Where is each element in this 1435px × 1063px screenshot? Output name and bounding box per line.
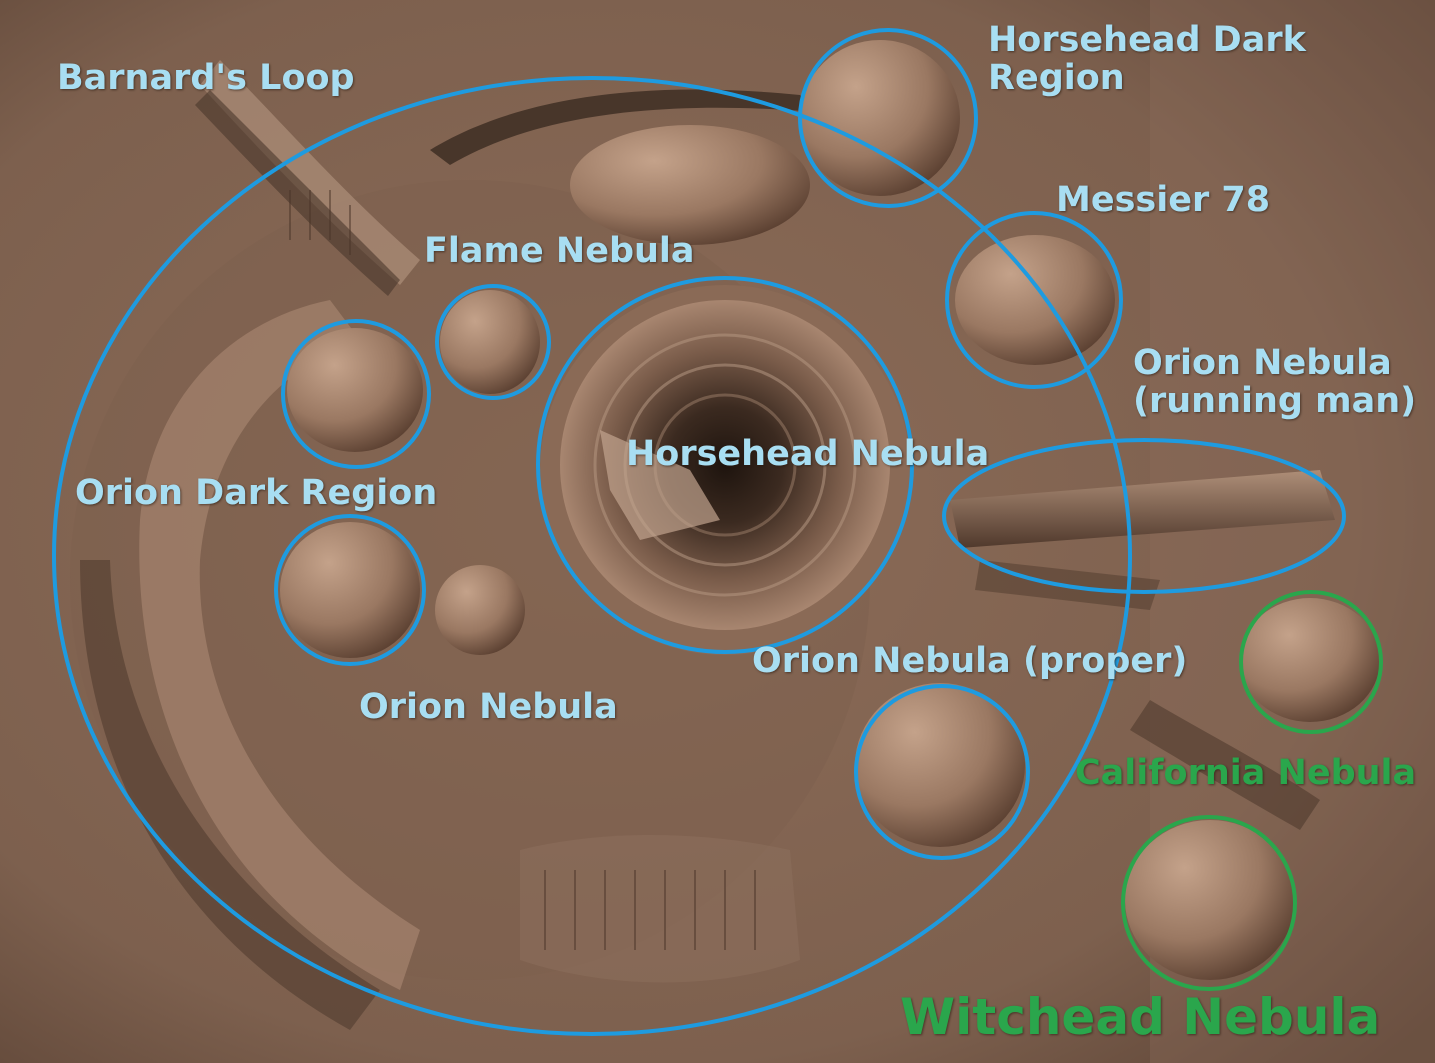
label-orion-nebula-running-man: Orion Nebula (running man)	[1133, 343, 1417, 421]
orion-nebula-running-man-ring	[942, 438, 1346, 594]
california-nebula-ring	[1239, 590, 1383, 734]
label-flame-nebula: Flame Nebula	[424, 231, 695, 271]
label-orion-dark-region: Orion Dark Region	[75, 473, 438, 513]
orion-nebula-ring	[274, 514, 426, 666]
label-horsehead-nebula: Horsehead Nebula	[626, 434, 990, 474]
horsehead-nebula-ring	[536, 276, 914, 654]
witchead-nebula-ring	[1121, 815, 1297, 991]
orion-nebula-proper-ring	[854, 684, 1030, 860]
label-barnards-loop: Barnard's Loop	[57, 58, 355, 98]
barnards-loop-ring	[52, 76, 1132, 1036]
label-california-nebula: California Nebula	[1075, 753, 1417, 793]
horsehead-dark-region-ring	[798, 28, 978, 208]
label-horsehead-dark-region: Horsehead Dark Region	[988, 20, 1306, 98]
label-orion-nebula-proper: Orion Nebula (proper)	[752, 641, 1188, 681]
flame-nebula-ring	[435, 284, 551, 400]
orion-dark-region-upper-ring	[281, 319, 431, 469]
label-messier-78: Messier 78	[1056, 180, 1271, 220]
label-orion-nebula: Orion Nebula	[359, 687, 618, 727]
label-witchead-nebula: Witchead Nebula	[900, 988, 1381, 1046]
messier-78-ring	[945, 211, 1123, 389]
